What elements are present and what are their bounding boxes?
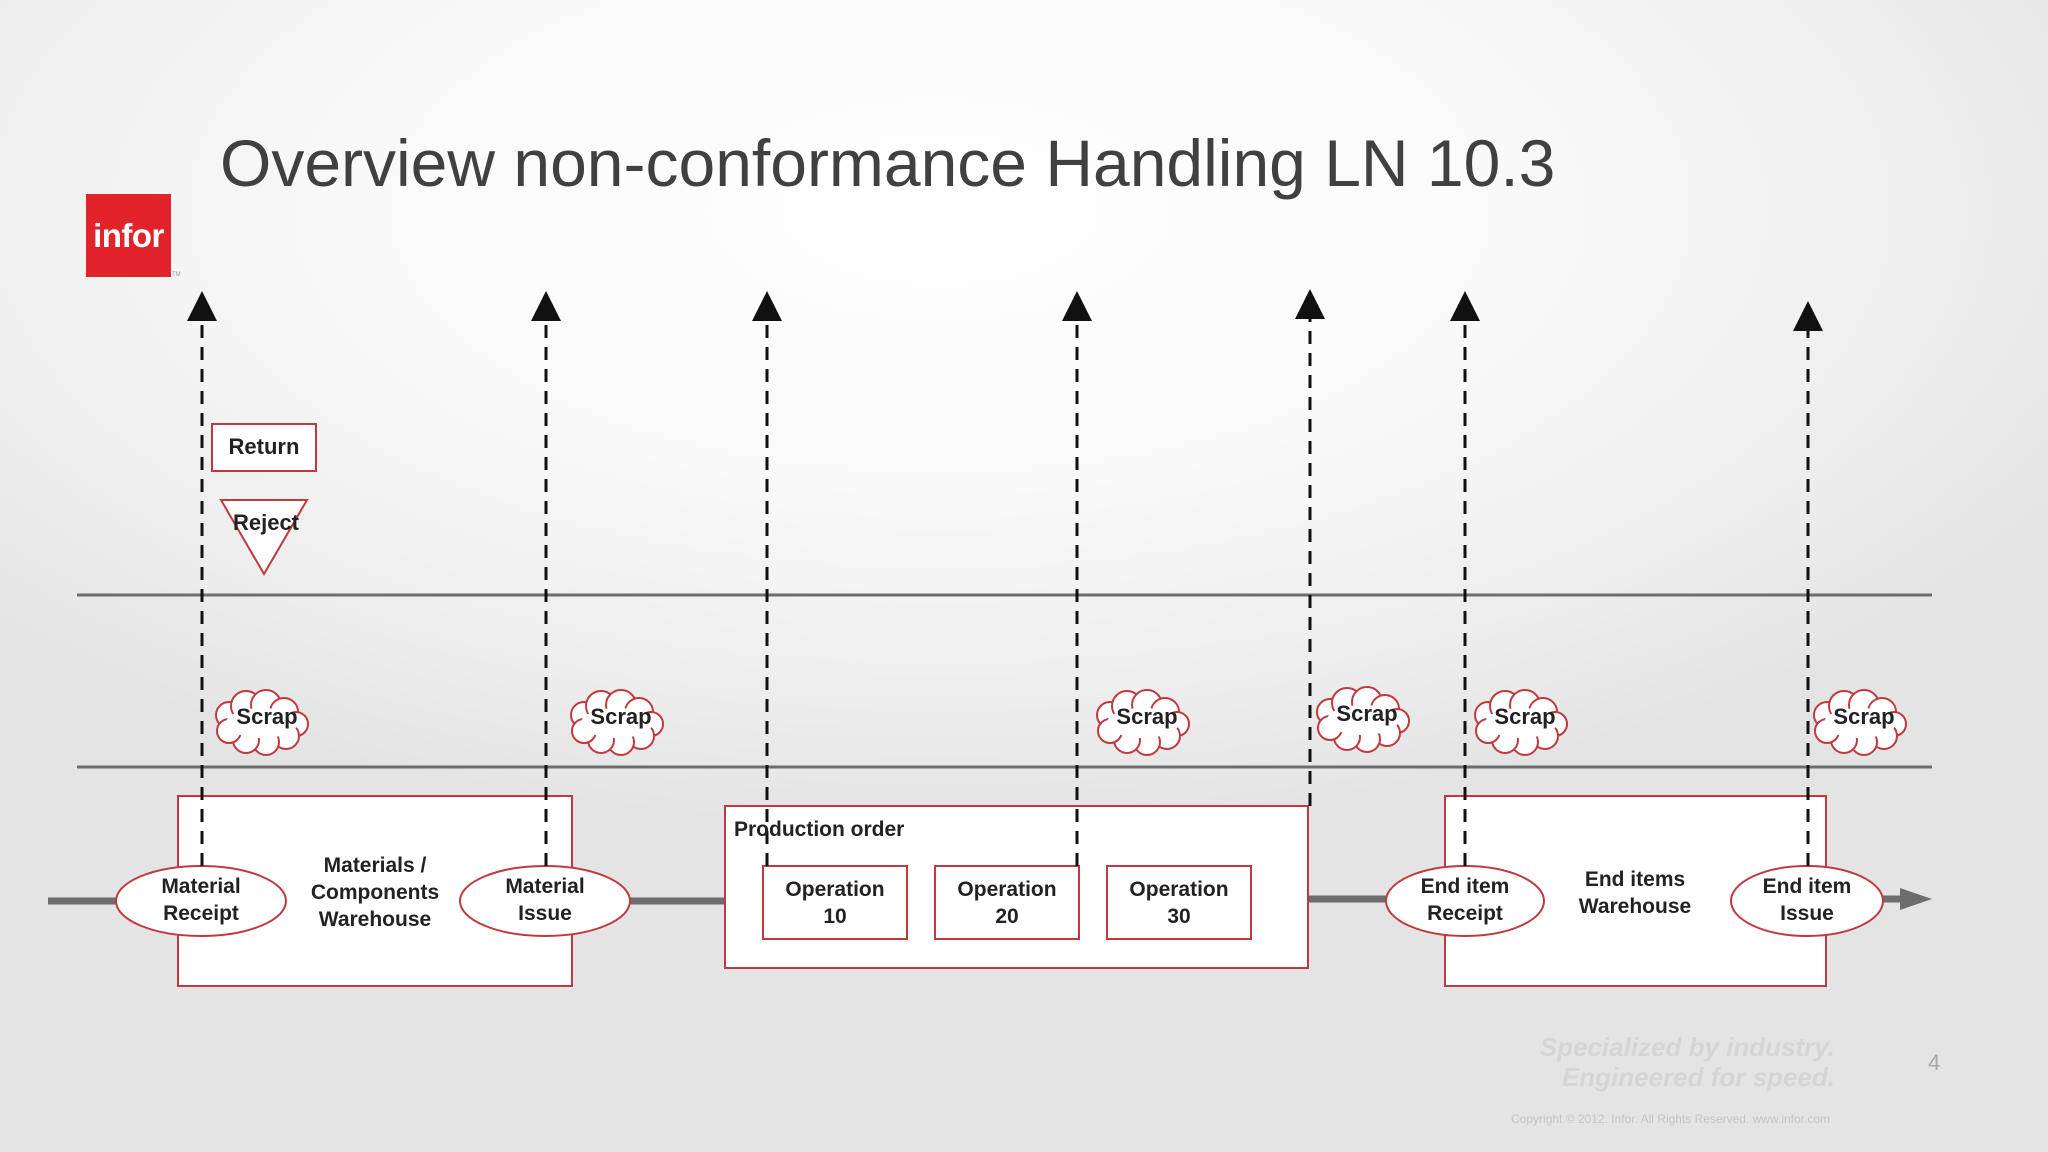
page-number: 4 bbox=[1928, 1050, 1941, 1075]
scrap-label: Scrap bbox=[1494, 704, 1556, 729]
scrap-cloud-operation-30 bbox=[1316, 686, 1410, 753]
end-item-receipt-label: End item Receipt bbox=[1420, 875, 1510, 925]
operation-number: 30 bbox=[1167, 905, 1191, 928]
reject-label: Reject bbox=[232, 510, 300, 535]
operation-10-label: Operation 10 bbox=[763, 876, 907, 930]
scrap-cloud-end-item-issue bbox=[1813, 689, 1907, 756]
scrap-cloud-end-item-receipt bbox=[1474, 689, 1568, 756]
operation-20-label: Operation 20 bbox=[935, 876, 1079, 930]
operation-number: 10 bbox=[823, 905, 847, 928]
operation-label-text: Operation bbox=[957, 878, 1057, 901]
operation-30-box bbox=[1106, 865, 1252, 940]
scrap-cloud-operation-20 bbox=[1096, 689, 1190, 756]
operation-30-label: Operation 30 bbox=[1107, 876, 1251, 930]
return-box bbox=[211, 423, 317, 472]
slide-title: Overview non-conformance Handling LN 10.… bbox=[220, 126, 1556, 200]
operation-20-box bbox=[934, 865, 1080, 940]
scrap-label: Scrap bbox=[1116, 704, 1178, 729]
operation-number: 20 bbox=[995, 905, 1019, 928]
production-order-label: Production order bbox=[734, 818, 905, 841]
operation-10-box bbox=[762, 865, 908, 940]
scrap-label: Scrap bbox=[1833, 704, 1895, 729]
tagline-line-1: Specialized by industry. bbox=[1539, 1032, 1835, 1062]
end-item-issue-label: End item Issue bbox=[1762, 875, 1852, 925]
infor-logo: infor bbox=[86, 194, 171, 277]
main-flow-line bbox=[48, 888, 1932, 910]
reject-triangle bbox=[219, 499, 309, 576]
end-items-warehouse-label: End items Warehouse bbox=[1578, 868, 1692, 918]
scrap-label: Scrap bbox=[590, 704, 652, 729]
operation-label-text: Operation bbox=[785, 878, 885, 901]
scrap-cloud-material-issue bbox=[570, 689, 664, 756]
logo-trademark: TM bbox=[172, 272, 181, 278]
scrap-label: Scrap bbox=[1336, 701, 1398, 726]
return-label: Return bbox=[228, 434, 300, 459]
materials-warehouse-label: Materials / Components Warehouse bbox=[310, 854, 440, 931]
operation-label-text: Operation bbox=[1129, 878, 1229, 901]
scrap-cloud-material-receipt bbox=[215, 689, 309, 756]
material-issue-label: Material Issue bbox=[505, 875, 585, 925]
copyright-notice: Copyright © 2012. Infor. All Rights Rese… bbox=[1511, 1112, 1830, 1126]
material-receipt-label: Material Receipt bbox=[161, 875, 241, 925]
tagline-line-2: Engineered for speed. bbox=[1561, 1062, 1835, 1092]
flow-arrowhead bbox=[1900, 888, 1932, 910]
scrap-label: Scrap bbox=[236, 704, 298, 729]
